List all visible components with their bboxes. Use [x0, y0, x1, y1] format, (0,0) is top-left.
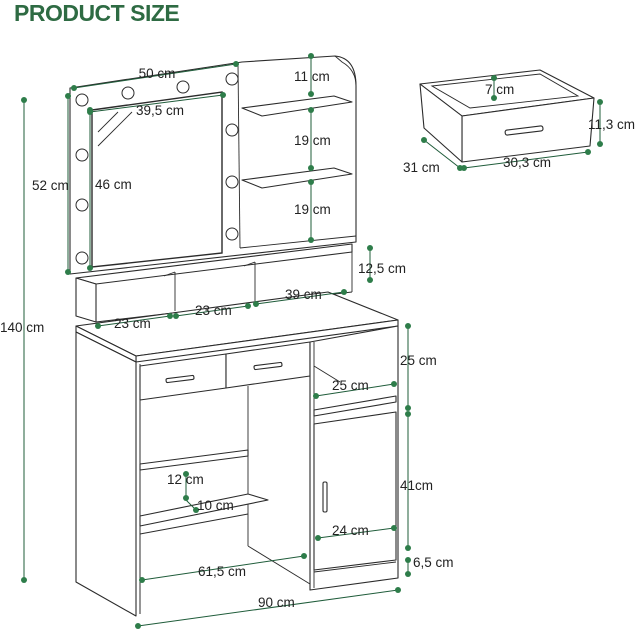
label-cabinet-height: 41cm [400, 478, 433, 493]
label-mirror-height: 46 cm [95, 177, 132, 192]
bulb-icon [121, 86, 135, 100]
label-knee-width: 61,5 cm [198, 564, 246, 579]
drawer-handle-icon [504, 125, 544, 136]
label-total-width: 90 cm [258, 595, 295, 610]
knee-shelf [139, 449, 249, 471]
drawer-detail [419, 69, 595, 163]
label-total-height: 140 cm [0, 320, 44, 335]
drawer-handle-icon [253, 361, 283, 371]
cubby-row-front [75, 277, 97, 323]
dimension-lines [23, 56, 601, 627]
mirror-light-bulbs [75, 72, 239, 265]
label-side-cubby-height: 25 cm [400, 353, 437, 368]
bulb-icon [225, 123, 239, 137]
bulb-icon [225, 227, 239, 241]
bulb-icon [225, 175, 239, 189]
side-shelf-1 [241, 95, 353, 117]
drawer-handle-icon [165, 374, 195, 384]
left-side-panel [75, 331, 137, 617]
bulb-icon [75, 93, 89, 107]
page-title: PRODUCT SIZE [14, 0, 180, 26]
vanity-drawing [69, 55, 399, 617]
label-knee-shelf-depth: 10 cm [197, 498, 234, 513]
mirror [91, 91, 223, 268]
label-top-shelf-gap: 11 cm [294, 69, 330, 84]
label-mirror-frame-height: 52 cm [32, 178, 69, 193]
side-cubby-shelf [313, 395, 397, 417]
bulb-icon [75, 251, 89, 265]
label-drawer-height: 11,3 cm [588, 117, 635, 132]
label-side-cubby-width: 25 cm [332, 378, 369, 393]
label-plinth-height: 6,5 cm [413, 555, 454, 570]
label-cubby-left: 23 cm [114, 316, 151, 331]
label-top-width: 50 cm [139, 66, 176, 81]
label-knee-shelf-gap: 12 cm [167, 472, 204, 487]
label-cubby-right: 39 cm [285, 287, 322, 302]
bulb-icon [75, 148, 89, 162]
label-drawer-side: 31 cm [403, 160, 440, 175]
label-cabinet-width: 24 cm [332, 523, 369, 538]
bottom-shelf [139, 493, 269, 527]
label-drawer-depth: 7 cm [485, 82, 514, 97]
side-shelf-2 [241, 167, 353, 189]
label-cubby-middle: 23 cm [195, 303, 232, 318]
label-cubby-height: 12,5 cm [358, 261, 406, 276]
door-handle-icon [322, 481, 328, 513]
dimension-labels: 50 cm 39,5 cm 52 cm 46 cm 11 cm 19 cm 19… [0, 66, 635, 610]
dimension-dots [21, 53, 603, 629]
bulb-icon [225, 72, 239, 86]
bulb-icon [75, 198, 89, 212]
label-shelf-gap-2: 19 cm [294, 202, 331, 217]
label-drawer-width: 30,3 cm [503, 155, 551, 170]
label-shelf-gap-1: 19 cm [294, 133, 331, 148]
bulb-icon [176, 80, 190, 94]
label-mirror-width: 39,5 cm [136, 103, 184, 118]
